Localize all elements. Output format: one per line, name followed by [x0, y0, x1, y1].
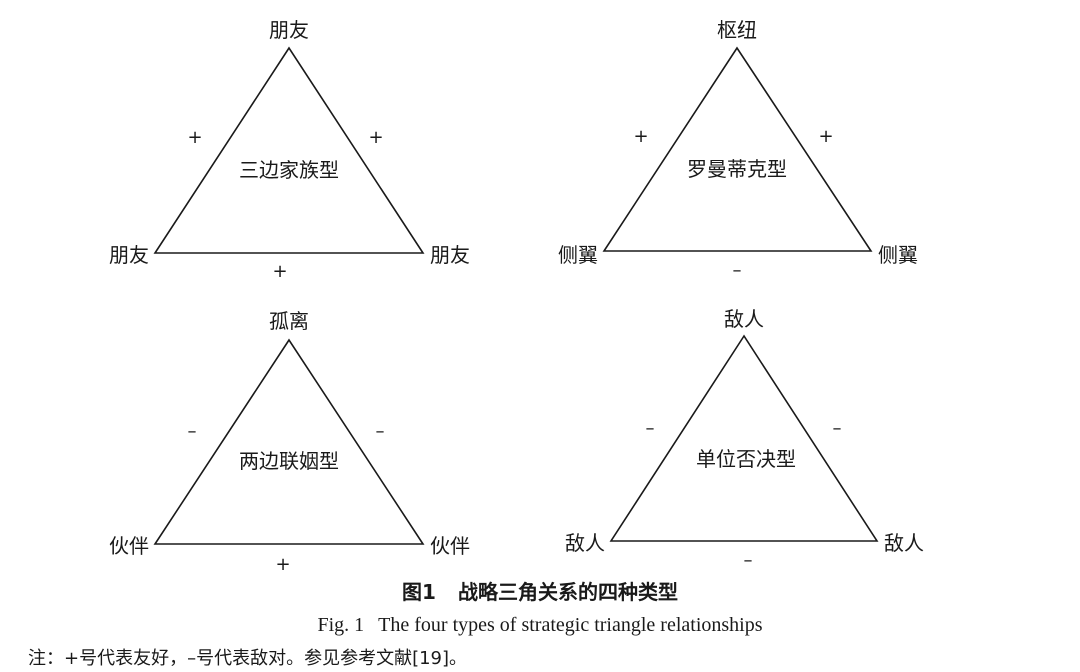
figure-number-english: Fig. 1 [317, 614, 365, 636]
edge-sign-bottom: + [275, 554, 290, 575]
vertex-label-right: 敌人 [884, 531, 924, 555]
triangle-panel-veto: 敌人 敌人 敌人 单位否决型 – – – [565, 307, 924, 571]
triangle-outline [609, 334, 879, 542]
triangle-type-name: 罗曼蒂克型 [687, 157, 787, 181]
triangle-outline [602, 46, 873, 252]
vertex-label-right: 朋友 [430, 243, 470, 267]
triangle-outline [153, 46, 425, 254]
vertex-label-right: 伙伴 [430, 534, 470, 558]
edge-sign-right: – [376, 421, 385, 442]
figure-note: 注：+号代表友好，–号代表敌对。参见参考文献[19]。 [28, 648, 468, 669]
edge-sign-left: + [187, 127, 202, 148]
edge-sign-left: – [646, 418, 655, 439]
edge-sign-left: – [188, 421, 197, 442]
vertex-label-left: 侧翼 [558, 243, 598, 267]
triangle-panel-marriage: 孤离 伙伴 伙伴 两边联姻型 – – + [109, 309, 470, 575]
figure-title-chinese: 战略三角关系的四种类型 [457, 580, 678, 604]
triangle-type-name: 两边联姻型 [239, 449, 339, 473]
edge-sign-right: + [818, 126, 833, 147]
triangle-outline [153, 338, 425, 545]
triangle-type-name: 三边家族型 [239, 158, 339, 182]
vertex-label-left: 敌人 [565, 531, 605, 555]
vertex-label-left: 伙伴 [109, 534, 149, 558]
figure-caption-english: Fig. 1 The four types of strategic triang… [0, 614, 1080, 637]
edge-sign-right: + [368, 127, 383, 148]
vertex-label-top: 敌人 [724, 307, 764, 331]
triangle-panel-romantic: 枢纽 侧翼 侧翼 罗曼蒂克型 + + – [558, 18, 918, 281]
figure-number-chinese: 图1 [402, 580, 436, 604]
vertex-label-top: 朋友 [269, 18, 309, 42]
edge-sign-left: + [633, 126, 648, 147]
figure-caption-chinese: 图1 战略三角关系的四种类型 [0, 576, 1080, 605]
triangle-type-name: 单位否决型 [696, 447, 796, 471]
edge-sign-bottom: – [744, 550, 753, 571]
edge-sign-right: – [833, 418, 842, 439]
vertex-label-top: 孤离 [269, 309, 309, 333]
vertex-label-left: 朋友 [109, 243, 149, 267]
figure-title-english: The four types of strategic triangle rel… [378, 614, 763, 636]
vertex-label-top: 枢纽 [717, 18, 757, 42]
edge-sign-bottom: + [272, 261, 287, 282]
vertex-label-right: 侧翼 [878, 243, 918, 267]
triangle-panel-family: 朋友 朋友 朋友 三边家族型 + + + [109, 18, 470, 282]
edge-sign-bottom: – [733, 260, 742, 281]
